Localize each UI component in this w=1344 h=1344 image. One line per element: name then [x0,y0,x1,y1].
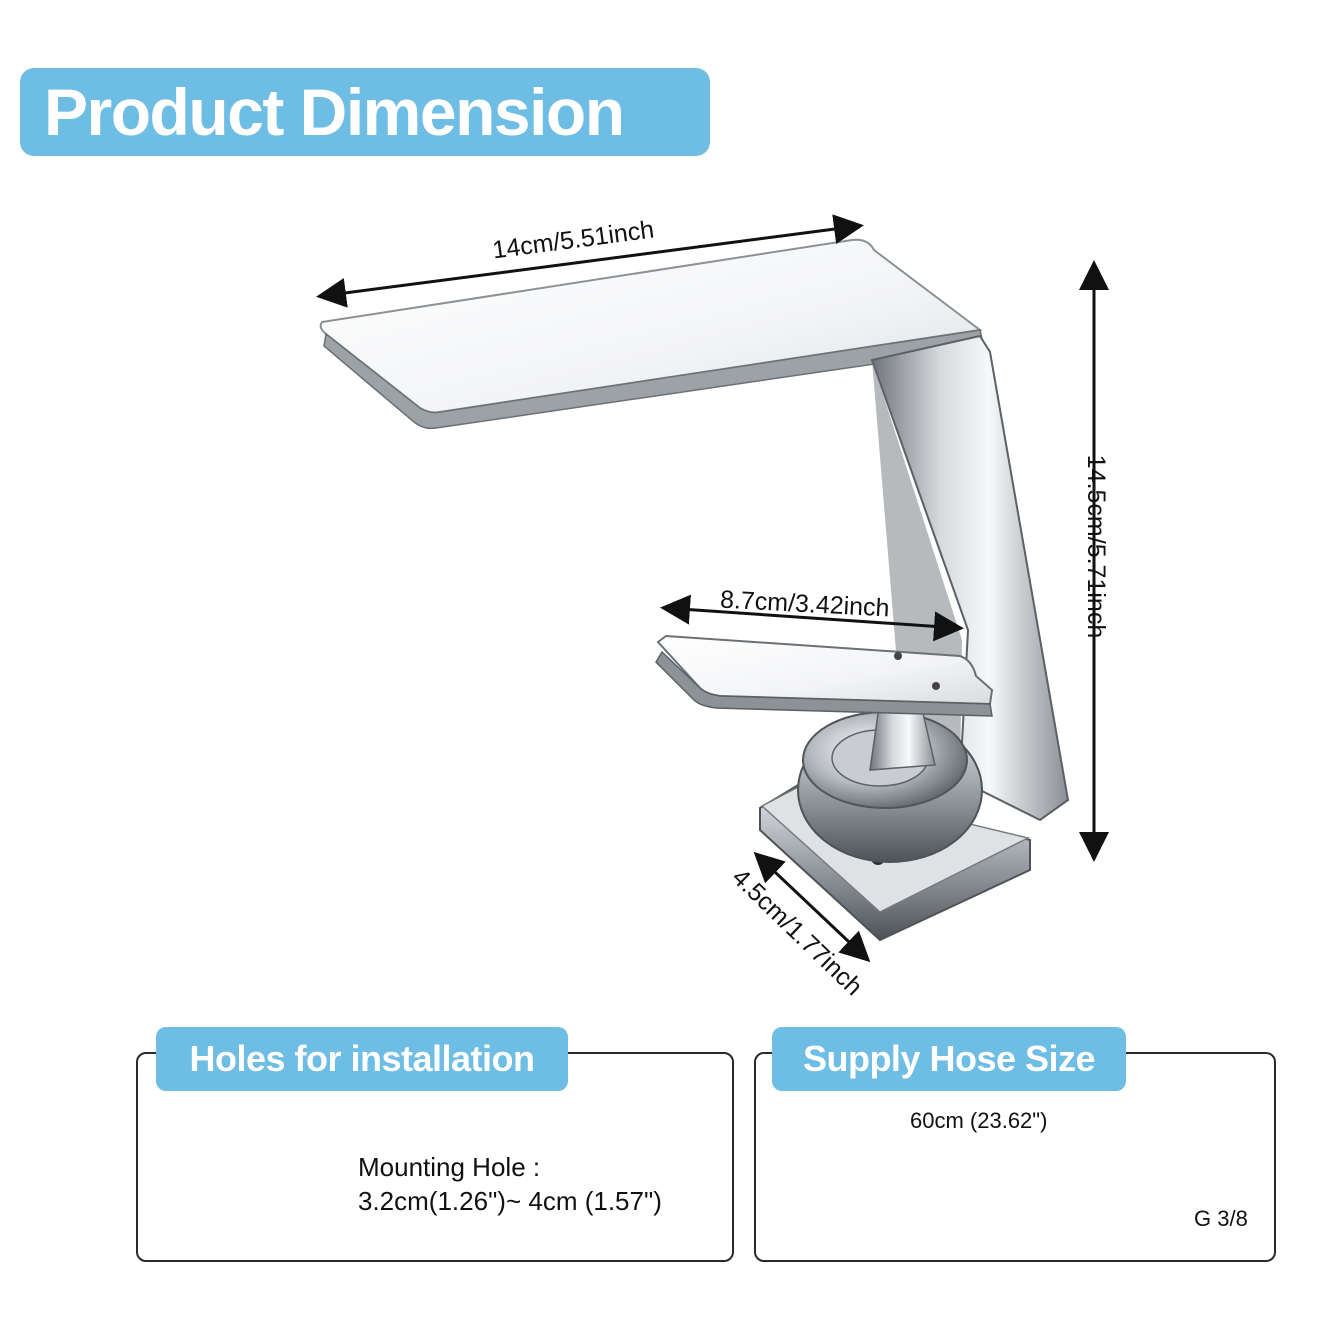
page-title: Product Dimension [44,75,625,149]
holes-panel-title: Holes for installation [189,1038,535,1079]
holes-panel-tab: Holes for installation [156,1027,568,1091]
height-label: 14.5cm/5.71inch [1082,454,1111,639]
title-banner: Product Dimension [20,68,710,156]
faucet-cartridge [797,699,983,863]
faucet-handle [655,634,994,717]
mounting-hole-label: Mounting Hole : 3.2cm(1.26")~ 4cm (1.57"… [358,1150,662,1218]
hose-length-label: 60cm (23.62") [910,1108,1048,1133]
hose-thread-label: G 3/8 [1194,1206,1248,1231]
hose-panel-title: Supply Hose Size [802,1038,1096,1079]
mounting-hole-label-line1: Mounting Hole : [358,1152,541,1182]
hose-panel-tab: Supply Hose Size [772,1027,1126,1091]
handle-length-arrow [660,594,964,642]
base-depth-arrow [753,851,871,963]
mounting-hole-label-line2: 3.2cm(1.26")~ 4cm (1.57") [358,1186,662,1216]
spout-length-arrow [316,214,864,308]
